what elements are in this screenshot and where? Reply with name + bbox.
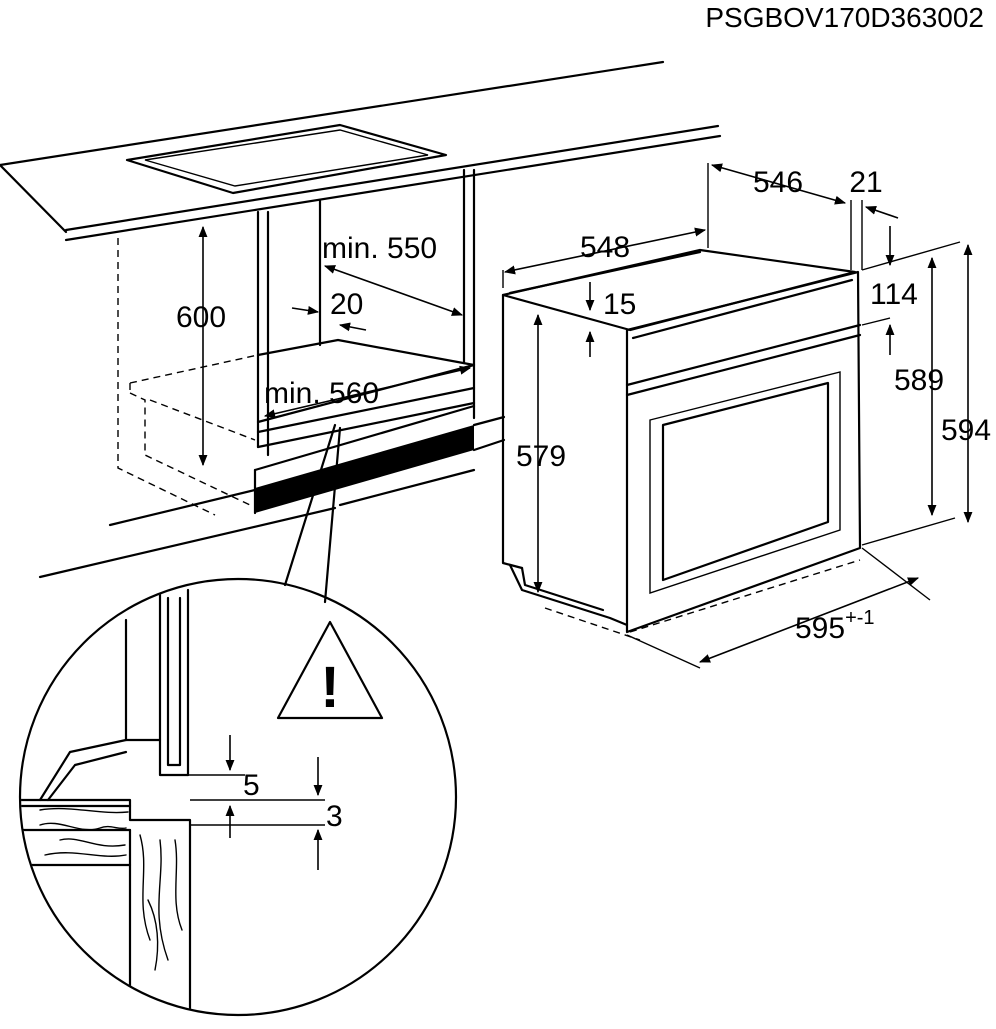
- dimension-top-gap: 15: [585, 282, 636, 357]
- oven: [501, 248, 862, 634]
- dimension-front-height: 594: [941, 243, 991, 524]
- dimension-offset: 20: [291, 288, 367, 332]
- hob: [125, 123, 448, 195]
- floor: [38, 415, 506, 579]
- dimension-21-label: 21: [849, 166, 882, 199]
- dimension-min-560-label: min. 560: [264, 377, 379, 410]
- dimension-15-label: 15: [603, 288, 636, 321]
- dimension-oven-depth: 546: [710, 163, 847, 205]
- dimension-579-label: 579: [516, 440, 566, 473]
- worktop: [0, 60, 722, 242]
- dimension-595-tolerance: +-1: [845, 607, 874, 629]
- detail-gap-3-label: 3: [326, 800, 343, 833]
- dimension-595-value: 595: [795, 612, 845, 645]
- warning-mark: !: [320, 655, 339, 720]
- dimension-cabinet-height: 600: [176, 225, 226, 467]
- dimension-595-label: 595+-1: [795, 607, 875, 645]
- detail-view: 5 3: [18, 577, 458, 1017]
- dimension-546-label: 546: [753, 166, 803, 199]
- dimension-20-label: 20: [330, 288, 363, 321]
- neighbour-cabinet-outline: [117, 238, 259, 516]
- dimension-594-label: 594: [941, 414, 991, 447]
- cabinet-niche: [256, 168, 476, 457]
- dimension-cabinet-width: min. 560: [263, 365, 472, 419]
- dimension-body-height: 579: [516, 313, 566, 594]
- detail-leader: [283, 423, 342, 604]
- dimension-front-width: 595+-1: [698, 577, 920, 663]
- dimension-min-550-label: min. 550: [322, 232, 437, 265]
- dimension-589-label: 589: [894, 364, 944, 397]
- dimension-front-height-inner: 589: [894, 256, 944, 517]
- dimension-548-label: 548: [580, 231, 630, 264]
- dimension-cabinet-depth: min. 550: [322, 232, 464, 316]
- document-code: PSGBOV170D363002: [705, 2, 984, 33]
- dimension-panel-depth: 21: [849, 166, 899, 219]
- dimension-600-label: 600: [176, 301, 226, 334]
- detail-gap-5-label: 5: [243, 769, 260, 802]
- dimension-114-label: 114: [870, 278, 918, 311]
- dimension-oven-width: 548: [503, 227, 707, 275]
- oven-extension-lines: [502, 163, 961, 669]
- warning-triangle-icon: !: [276, 620, 384, 720]
- dimension-panel-offset: 114: [870, 226, 918, 355]
